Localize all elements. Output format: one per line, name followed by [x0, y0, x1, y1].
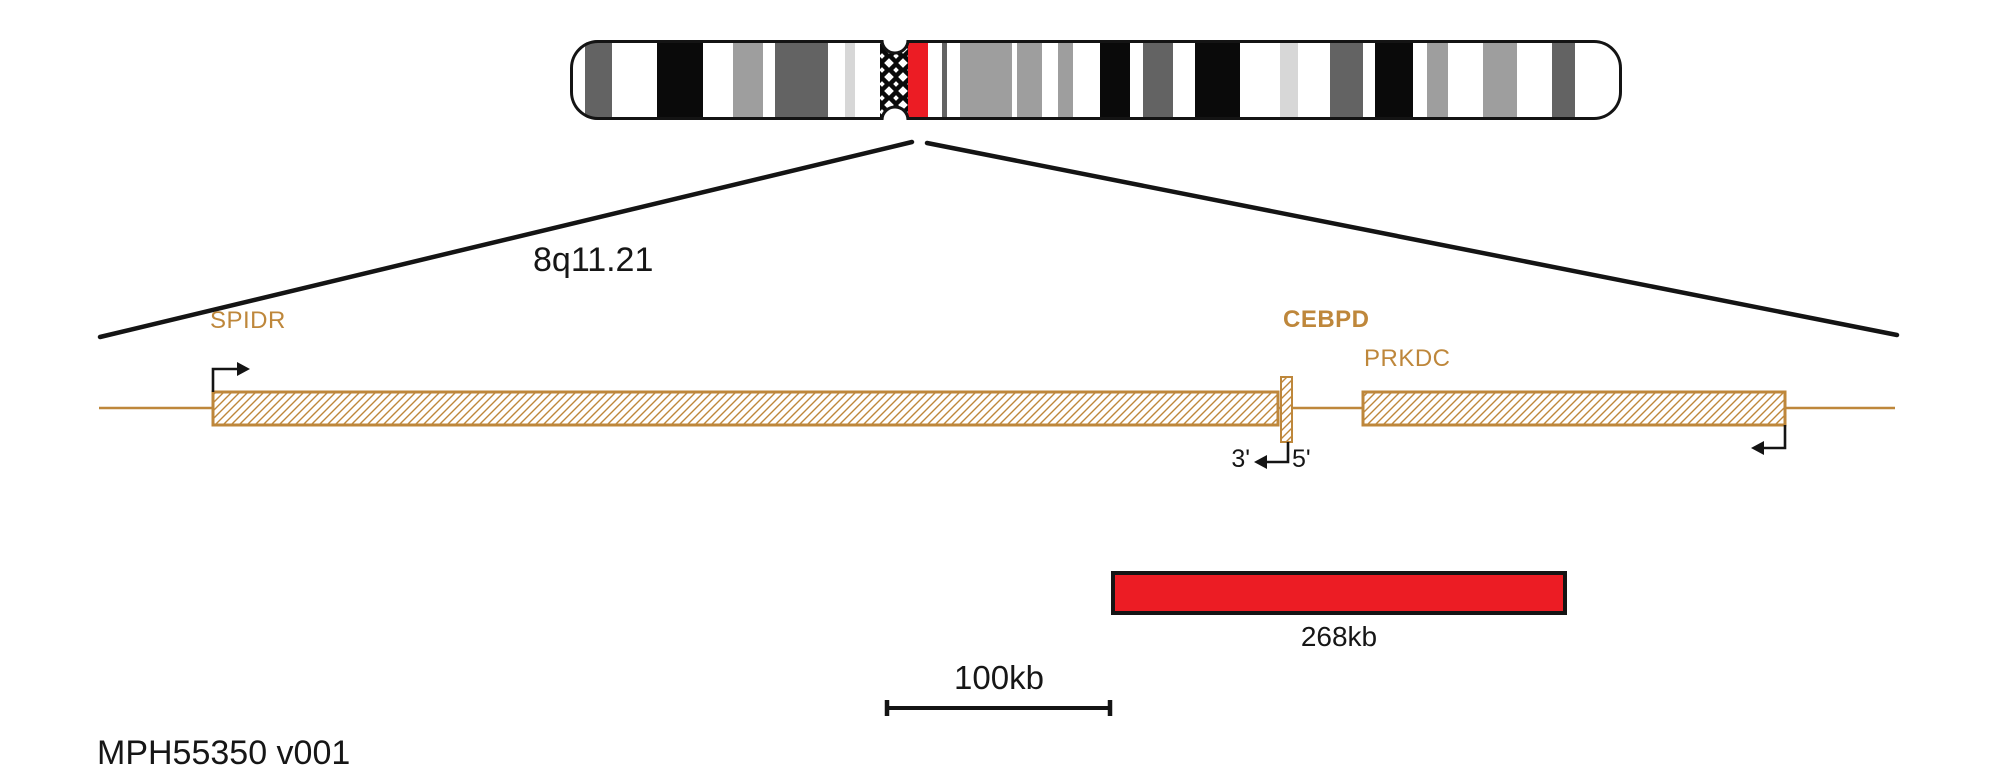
chromosome-band	[657, 40, 703, 120]
centromere-pinch	[880, 105, 910, 120]
strand-arrow-cebpd	[1266, 442, 1290, 464]
gene-label-spidr: SPIDR	[210, 307, 286, 334]
gene-box-prkdc	[1361, 390, 1787, 427]
chromosome-band	[1483, 40, 1517, 120]
chromosome-band	[928, 40, 942, 120]
probe-size-label: 268kb	[1300, 621, 1378, 652]
chromosome-band	[1552, 40, 1575, 120]
chromosome-band	[1363, 40, 1375, 120]
chromosome-group	[570, 40, 1622, 120]
scale-bar-group	[884, 700, 1113, 716]
chromosome-band	[1100, 40, 1130, 120]
product-id-label: MPH55350 v001	[97, 734, 351, 771]
chromosome-band	[763, 40, 775, 120]
chromosome-band	[1330, 40, 1363, 120]
chromosome-band	[1298, 40, 1330, 120]
strand-arrow-prkdc	[1763, 425, 1787, 450]
zoom-line-right	[924, 140, 1900, 338]
chromosome-band	[612, 40, 657, 120]
chromosome-band	[1073, 40, 1100, 120]
chromosome-band	[1517, 40, 1552, 120]
gene-box-cebpd	[1280, 376, 1293, 443]
chromosome-band	[1427, 40, 1448, 120]
gene-label-cebpd: CEBPD	[1283, 306, 1370, 333]
three-prime-label: 3'	[1231, 445, 1250, 473]
chromosome-band	[1240, 40, 1280, 120]
chromosome-band	[942, 40, 947, 120]
region-label: 8q11.21	[533, 241, 654, 279]
chromosome-band	[1575, 40, 1622, 120]
chromosome-band	[1375, 40, 1413, 120]
chromosome-band	[1143, 40, 1173, 120]
chromosome-band	[1130, 40, 1143, 120]
centromere-pinch	[880, 40, 910, 55]
chromosome-band	[1017, 40, 1042, 120]
chromosome-band	[585, 40, 612, 120]
five-prime-label: 5'	[1292, 445, 1311, 473]
chromosome-band	[845, 40, 855, 120]
chromosome-band	[960, 40, 1012, 120]
scale-bar-label: 100kb	[954, 659, 1044, 696]
chromosome-band	[1280, 40, 1298, 120]
gene-box-spidr	[211, 390, 1280, 427]
gene-track-group	[99, 362, 1895, 469]
highlight-band	[908, 40, 928, 120]
chromosome-band	[1413, 40, 1427, 120]
chromosome-band	[828, 40, 845, 120]
chromosome-band	[947, 40, 960, 120]
chromosome-band	[1058, 40, 1073, 120]
strand-arrowhead-cebpd	[1254, 455, 1267, 469]
probe-bar	[1111, 571, 1567, 615]
chromosome-band	[733, 40, 763, 120]
chromosome-ideogram	[570, 40, 1622, 120]
chromosome-band	[1195, 40, 1240, 120]
chromosome-band	[1173, 40, 1195, 120]
zoom-line-left	[97, 139, 915, 340]
chromosome-band	[703, 40, 733, 120]
probe-group	[1111, 571, 1567, 615]
chromosome-band	[1448, 40, 1483, 120]
strand-arrowhead-spidr	[237, 362, 250, 376]
chromosome-band	[1012, 40, 1017, 120]
strand-arrowhead-prkdc	[1751, 441, 1764, 455]
chromosome-band	[855, 40, 880, 120]
gene-label-prkdc: PRKDC	[1364, 345, 1451, 372]
zoom-lines-group	[97, 139, 1900, 340]
chromosome-band	[775, 40, 828, 120]
chromosome-band	[1042, 40, 1058, 120]
strand-arrow-spidr	[211, 367, 238, 392]
